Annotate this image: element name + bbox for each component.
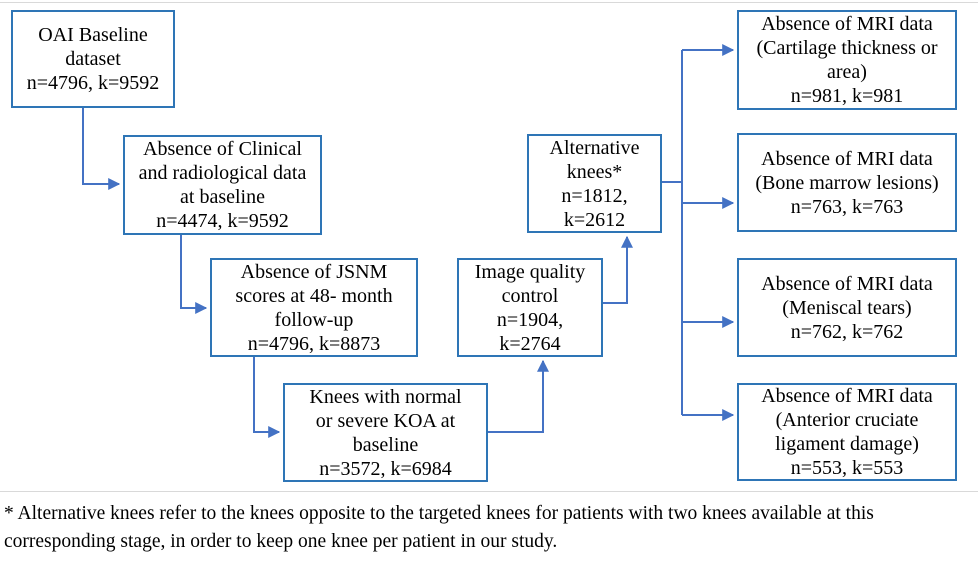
box-image-quality-control: Image quality control n=1904, k=2764 xyxy=(457,258,603,357)
box-alternative-knees: Alternative knees* n=1812, k=2612 xyxy=(527,134,662,233)
box-absence-jsnm-scores: Absence of JSNM scores at 48- month foll… xyxy=(210,258,418,357)
box-knees-normal-severe-koa: Knees with normal or severe KOA at basel… xyxy=(283,383,488,482)
connector-quality-to-alternative xyxy=(603,235,633,304)
footnote: * Alternative knees refer to the knees o… xyxy=(4,503,874,552)
box-mri-acl-damage: Absence of MRI data (Anterior cruciate l… xyxy=(737,383,957,481)
connector-jsnm-to-koa xyxy=(253,357,281,438)
box-mri-cartilage-thickness: Absence of MRI data (Cartilage thickness… xyxy=(737,10,957,110)
footnote-divider-rule xyxy=(0,491,978,492)
box-absence-clinical-radiological: Absence of Clinical and radiological dat… xyxy=(123,135,322,235)
connector-oai-to-clinical xyxy=(82,108,121,190)
box-oai-baseline-dataset: OAI Baseline dataset n=4796, k=9592 xyxy=(11,10,175,108)
top-rule xyxy=(0,2,978,3)
box-mri-meniscal-tears: Absence of MRI data (Meniscal tears) n=7… xyxy=(737,258,957,357)
connector-koa-to-quality xyxy=(488,359,549,433)
connector-clinical-to-jsnm xyxy=(180,235,208,314)
box-mri-bone-marrow-lesions: Absence of MRI data (Bone marrow lesions… xyxy=(737,133,957,232)
